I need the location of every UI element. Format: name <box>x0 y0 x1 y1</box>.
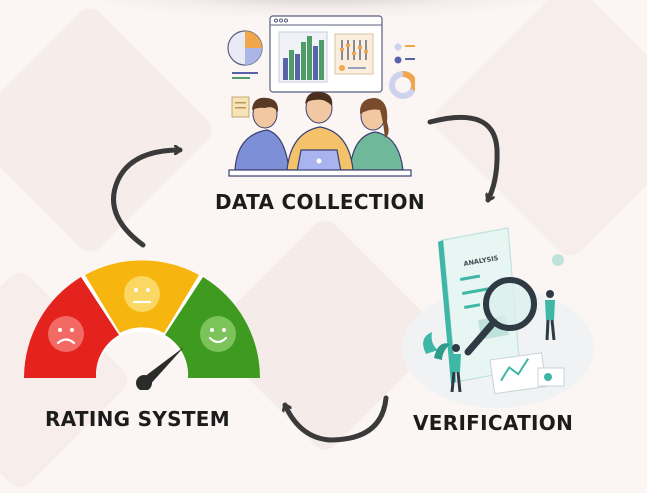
arrow-data-to-verification <box>427 114 500 203</box>
cycle-arrows <box>111 114 500 443</box>
pie-chart-icon <box>227 30 263 79</box>
person-left <box>234 97 290 171</box>
rating-gauge <box>24 260 260 390</box>
dashboard-window <box>269 15 383 93</box>
document-sheets <box>489 352 565 395</box>
sad-face-icon <box>48 316 84 352</box>
magnifying-glass-icon <box>464 277 537 356</box>
person-with-magnifier <box>450 344 462 393</box>
gauge-needle-icon <box>136 347 184 390</box>
label-data-collection: DATA COLLECTION <box>215 190 425 214</box>
arrow-rating-to-data <box>111 150 183 248</box>
label-verification: VERIFICATION <box>413 411 574 435</box>
neutral-face-icon <box>124 276 160 312</box>
arrow-verification-to-rating <box>285 395 389 443</box>
analysis-board: ANALYSIS <box>438 227 521 384</box>
person-standing <box>545 290 556 341</box>
laptop-icon <box>296 149 342 173</box>
donut-chart-icon <box>389 43 415 99</box>
happy-face-icon <box>200 316 236 352</box>
verification-illustration: ANALYSIS <box>402 227 594 408</box>
top-shadow-decoration <box>60 0 580 20</box>
bar-group <box>283 36 324 80</box>
data-collection-illustration <box>227 15 415 177</box>
label-rating-system: RATING SYSTEM <box>45 407 230 431</box>
person-right <box>349 98 404 171</box>
